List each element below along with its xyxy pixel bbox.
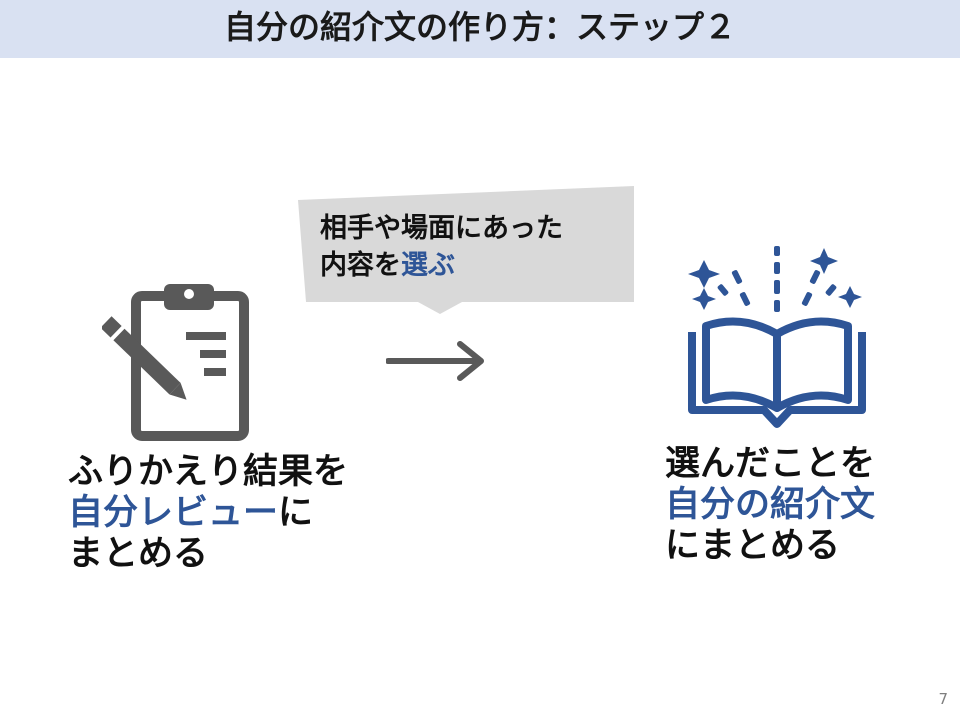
right-arrow-shape bbox=[385, 341, 484, 381]
speech-bubble-prefix: 内容を bbox=[320, 250, 401, 281]
right-arrow-icon bbox=[385, 339, 486, 383]
speech-bubble-line-2: 内容を選ぶ bbox=[320, 247, 563, 284]
speech-bubble-highlight: 選ぶ bbox=[401, 250, 455, 281]
open-book-sparkle-shape bbox=[688, 246, 866, 428]
right-step-line-1: 選んだことを bbox=[665, 444, 876, 484]
speech-bubble-shape bbox=[298, 186, 634, 314]
left-step-text: ふりかえり結果を 自分レビューに まとめる bbox=[68, 452, 348, 575]
left-step-highlight: 自分レビュー bbox=[68, 493, 279, 533]
speech-bubble-text: 相手や場面にあった 内容を選ぶ bbox=[320, 210, 563, 284]
open-book-sparkle-icon bbox=[682, 240, 872, 432]
right-step-text: 選んだことを 自分の紹介文 にまとめる bbox=[665, 444, 875, 567]
right-step-highlight: 自分の紹介文 bbox=[665, 485, 876, 525]
page-title: 自分の紹介文の作り方：ステップ２ bbox=[223, 8, 736, 46]
title-bar: 自分の紹介文の作り方：ステップ２ bbox=[0, 0, 960, 58]
clipboard-pencil-shape bbox=[94, 284, 249, 441]
speech-bubble: 相手や場面にあった 内容を選ぶ bbox=[296, 186, 636, 316]
left-step-line-3: まとめる bbox=[68, 534, 209, 574]
right-step-line-3: にまとめる bbox=[665, 526, 841, 566]
left-step-line-2: 自分レビューに bbox=[68, 493, 348, 534]
clipboard-pencil-icon bbox=[94, 282, 258, 442]
left-step-suffix: に bbox=[278, 493, 314, 533]
left-step-line-1: ふりかえり結果を bbox=[68, 452, 349, 492]
page-number: 7 bbox=[938, 690, 948, 708]
speech-bubble-line-1: 相手や場面にあった bbox=[320, 213, 563, 244]
